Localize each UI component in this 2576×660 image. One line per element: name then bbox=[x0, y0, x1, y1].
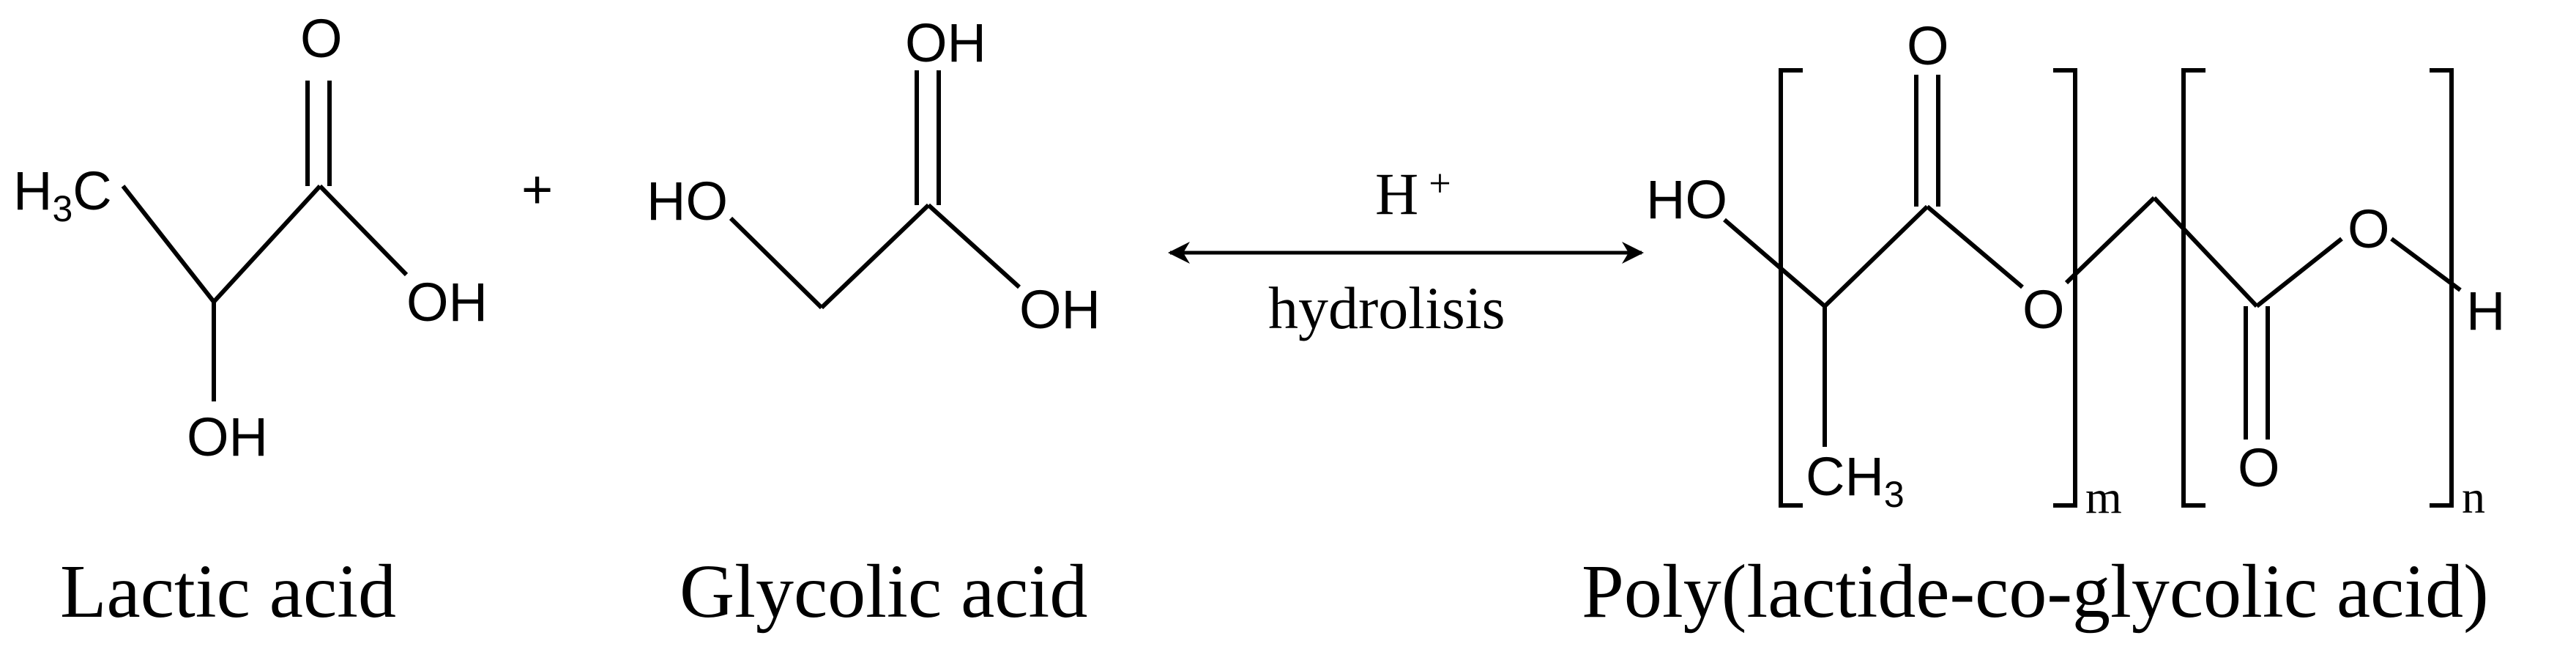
plga-ho-end: HO bbox=[1646, 169, 1727, 230]
bond-carbonyl-ester-o bbox=[1926, 204, 2024, 289]
lactic-carbonyl-oxygen: O bbox=[300, 8, 343, 69]
bond-methine-carbonyl bbox=[1823, 204, 1929, 308]
bond-ho-methine bbox=[1723, 218, 1826, 308]
lactic-acid-hydroxyl: OH bbox=[406, 272, 488, 333]
bond-carboxyl-oh bbox=[318, 184, 409, 277]
bracket-n-right bbox=[2430, 68, 2454, 508]
plga-carbonyl-oxygen-bottom: O bbox=[2238, 437, 2280, 498]
repeat-index-m: m bbox=[2085, 471, 2122, 523]
plga-methyl-label: CH3 bbox=[1806, 446, 1905, 515]
lactic-acid-structure: H3C O OH OH bbox=[13, 8, 488, 467]
glycolic-oh-right: OH bbox=[1019, 279, 1101, 340]
plga-name: Poly(lactide-co-glycolic acid) bbox=[1582, 549, 2489, 634]
bond-ch2-carboxyl bbox=[819, 203, 931, 310]
plus-sign: + bbox=[521, 159, 553, 220]
bond-ho-ch2 bbox=[729, 216, 824, 310]
bond-methyl-alpha bbox=[121, 185, 216, 303]
glycolic-ho-left: HO bbox=[647, 171, 728, 231]
lactic-methyl-label: H3C bbox=[13, 160, 112, 229]
bracket-m-right bbox=[2053, 68, 2077, 508]
bond-ch2-carbonyl bbox=[2152, 196, 2259, 308]
catalyst-label: H+ bbox=[1375, 160, 1451, 227]
plga-carbonyl-oxygen-top: O bbox=[1907, 15, 1949, 76]
bond-o-h bbox=[2390, 237, 2462, 292]
plga-ester-oxygen: O bbox=[2022, 279, 2065, 340]
bond-ester-o-ch2 bbox=[2064, 196, 2156, 285]
repeat-index-n: n bbox=[2462, 471, 2485, 523]
plga-ester-oxygen-right: O bbox=[2348, 199, 2390, 259]
plga-h-end: H bbox=[2466, 281, 2505, 341]
bond-carbonyl-o bbox=[2255, 237, 2343, 308]
glycolic-acid-name: Glycolic acid bbox=[680, 549, 1087, 634]
bond-alpha-carboxyl bbox=[212, 184, 322, 304]
plga-structure: HO O O CH3 m O H O n bbox=[1646, 15, 2505, 523]
bracket-n-left bbox=[2181, 68, 2205, 508]
lactic-acid-name: Lactic acid bbox=[60, 549, 396, 634]
bracket-m-left bbox=[1779, 68, 1803, 508]
reaction-arrow: H+ hydrolisis bbox=[1168, 160, 1644, 341]
hydrolysis-label: hydrolisis bbox=[1268, 275, 1505, 341]
bond-carboxyl-oh bbox=[926, 203, 1021, 289]
lactic-alpha-hydroxyl: OH bbox=[187, 407, 268, 467]
glycolic-oh-top: OH bbox=[905, 12, 986, 73]
glycolic-acid-structure: HO OH OH bbox=[647, 12, 1101, 340]
